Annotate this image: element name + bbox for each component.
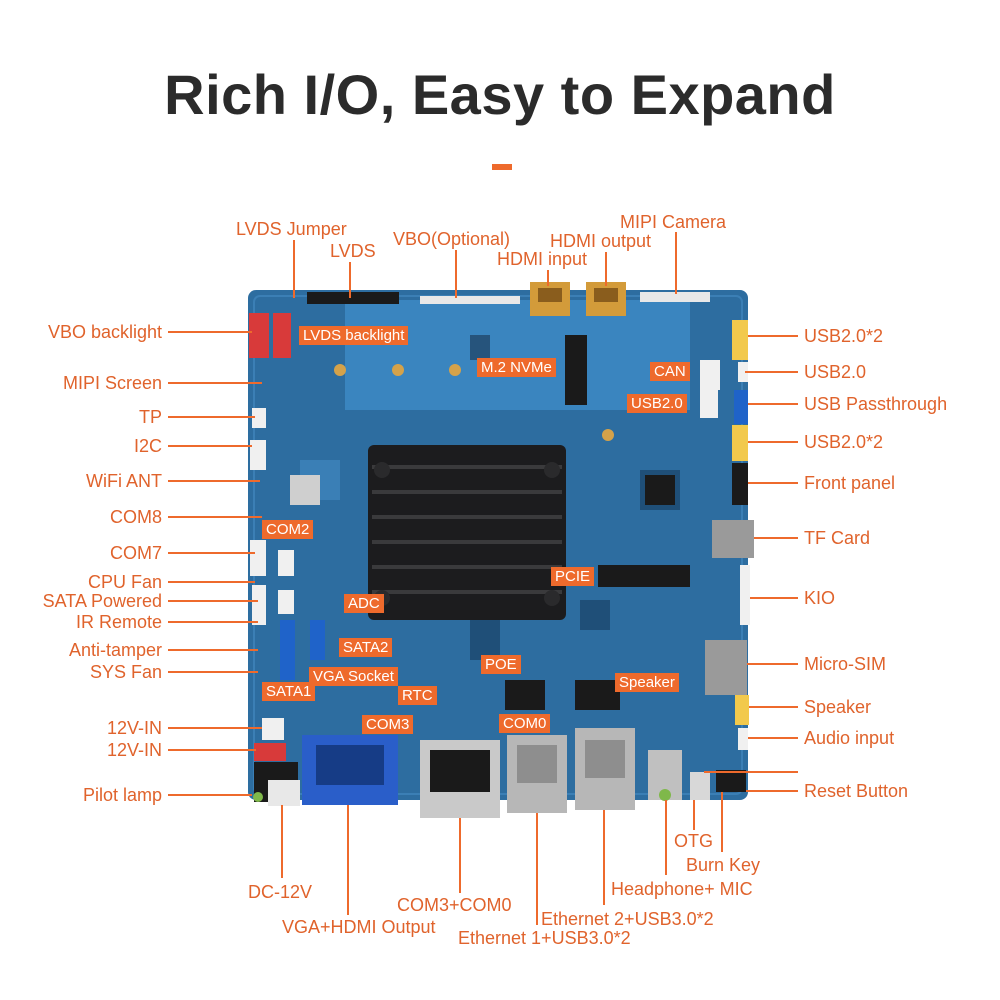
label-com3-com0: COM3+COM0 [397, 895, 512, 915]
label-lvds-jumper: LVDS Jumper [236, 219, 347, 239]
sata1-connector [280, 620, 295, 680]
label-pilot-lamp: Pilot lamp [82, 785, 162, 805]
label-sata-powered: SATA Powered [42, 591, 162, 611]
label-vga-hdmi-output: VGA+HDMI Output [282, 917, 436, 937]
tag-com3: COM3 [362, 715, 414, 734]
label-ir-remote: IR Remote [75, 612, 162, 632]
tag-pcie: PCIE [551, 567, 595, 586]
page-title: Rich I/O, Easy to Expand [164, 63, 836, 126]
label-cpu-fan: CPU Fan [87, 572, 162, 592]
sata2-connector [310, 620, 325, 660]
label-mipi-camera: MIPI Camera [620, 212, 727, 232]
label-wifi-ant: WiFi ANT [86, 471, 162, 491]
m2-slot [565, 335, 587, 405]
label-com8: COM8 [109, 507, 162, 527]
label-mipi-screen: MIPI Screen [62, 373, 162, 393]
usb2-header-2 [732, 425, 748, 461]
label-vbo-optional: VBO(Optional) [393, 229, 511, 249]
label-hdmi-input: HDMI input [497, 249, 588, 269]
label-sys-fan: SYS Fan [89, 662, 162, 682]
label-headphone-mic: Headphone+ MIC [611, 879, 753, 899]
label-ethernet-1: Ethernet 1+USB3.0*2 [458, 928, 631, 948]
tag-usb20: USB2.0 [627, 394, 687, 413]
label-12v-in-1: 12V-IN [106, 718, 162, 738]
tag-can: CAN [650, 362, 690, 381]
label-tp: TP [138, 407, 162, 427]
tag-speaker: Speaker [615, 673, 679, 692]
label-vbo-backlight: VBO backlight [47, 322, 162, 342]
label-reset-button: Reset Button [804, 781, 909, 801]
tag-m2-nvme: M.2 NVMe [477, 358, 556, 377]
tag-lvds-backlight: LVDS backlight [299, 326, 409, 345]
tag-vga-socket: VGA Socket [309, 667, 398, 686]
usb-passthrough-header [734, 390, 748, 424]
tag-com0: COM0 [499, 714, 551, 733]
label-lvds: LVDS [330, 241, 376, 261]
lvds-header [307, 292, 399, 304]
label-i2c: I2C [133, 436, 162, 456]
label-usb-passthrough: USB Passthrough [804, 394, 948, 414]
tag-sata1: SATA1 [262, 682, 316, 701]
title-accent-bar [492, 164, 512, 170]
label-12v-in-2: 12V-IN [106, 740, 162, 760]
label-anti-tamper: Anti-tamper [68, 640, 162, 660]
label-front-panel: Front panel [804, 473, 896, 493]
pcie-slot [598, 565, 690, 587]
label-usb20x2-1: USB2.0*2 [804, 326, 884, 346]
label-audio-input: Audio input [804, 728, 895, 748]
vbo-connector [420, 296, 520, 304]
label-usb20x2-2: USB2.0*2 [804, 432, 884, 452]
micro-sim-slot [705, 640, 747, 695]
label-kio: KIO [804, 588, 836, 608]
tag-sata2: SATA2 [339, 638, 393, 657]
tf-card-slot [712, 520, 754, 558]
label-speaker: Speaker [804, 697, 872, 717]
label-usb20: USB2.0 [804, 362, 867, 382]
mipi-camera-connector [640, 292, 710, 302]
leader-lines [168, 232, 798, 925]
label-tf-card: TF Card [804, 528, 871, 548]
label-ethernet-2: Ethernet 2+USB3.0*2 [541, 909, 714, 929]
label-hdmi-output: HDMI output [550, 231, 652, 251]
label-burn-key: Burn Key [686, 855, 761, 875]
speaker-connector [735, 695, 749, 725]
board-inner-panel [345, 300, 690, 410]
label-otg: OTG [674, 831, 713, 851]
tag-rtc: RTC [398, 686, 437, 705]
label-dc-12v: DC-12V [248, 882, 313, 902]
heatsink [368, 445, 566, 620]
label-com7: COM7 [109, 543, 162, 563]
label-micro-sim: Micro-SIM [804, 654, 886, 674]
tag-adc: ADC [344, 594, 384, 613]
tag-com2: COM2 [262, 520, 314, 539]
vbo-backlight-conn [249, 313, 269, 358]
usb2-header-1 [732, 320, 748, 360]
dc-jack [268, 780, 300, 806]
tag-poe: POE [481, 655, 521, 674]
front-panel-header [732, 463, 748, 505]
